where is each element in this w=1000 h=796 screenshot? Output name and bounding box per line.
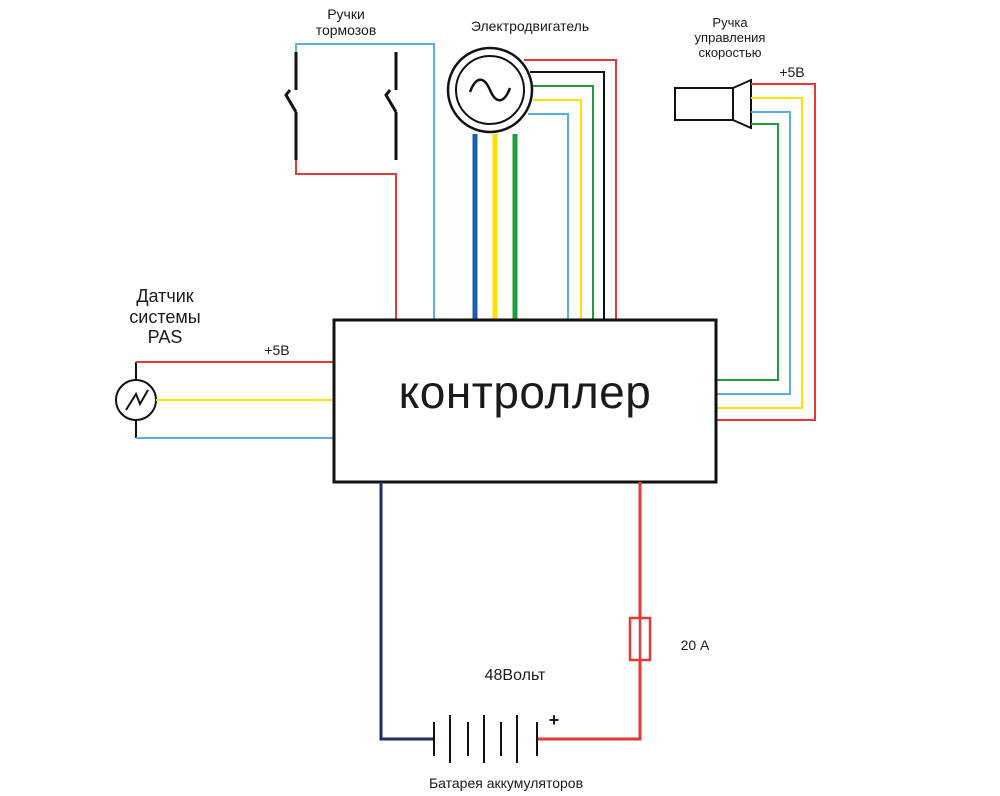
battery-positive-wire-bottom (537, 660, 642, 741)
hall-wire-black (530, 71, 605, 322)
brake-wire-red (295, 160, 397, 322)
throttle-label: Ручка управления скоростью (670, 15, 790, 61)
motor-inner-circle (455, 55, 525, 125)
pas-sensor-circle (115, 379, 157, 421)
throttle-handle (674, 87, 734, 121)
pas-sensor-label-line-1: Датчик (136, 286, 194, 306)
controller-box (332, 318, 718, 484)
throttle-label-line-2: управления (694, 29, 766, 45)
pas-sensor-label-line-3: PAS (147, 327, 183, 348)
hall-wire-red (524, 59, 617, 322)
pas-sensor-label: Датчик системы PAS (110, 286, 220, 348)
brake-levers-label-line-1: Ручки (327, 6, 365, 22)
battery-symbol (433, 715, 538, 763)
pas-wires (136, 361, 334, 439)
battery-voltage-label: 48Вольт (484, 667, 546, 684)
electric-motor (446, 46, 617, 322)
throttle-label-line-3: скоростью (698, 44, 762, 60)
battery-negative-wire (379, 482, 434, 741)
motor-phase-wires (472, 134, 518, 322)
hall-wire-yellow (533, 99, 582, 322)
pas-voltage-label: +5В (264, 342, 290, 358)
throttle-grip (674, 78, 816, 421)
pas-sensor-label-line-2: системы (129, 306, 201, 327)
battery-label: Батарея аккумуляторов (428, 775, 584, 791)
motor-hall-wires (524, 59, 617, 322)
brake-switch-left (284, 52, 298, 160)
fuse-rating-label: 20 А (680, 637, 710, 653)
brake-levers (284, 43, 435, 322)
throttle-label-line-1: Ручка (712, 15, 748, 30)
throttle-wire-yellow (716, 97, 803, 409)
hall-wire-light-blue (528, 113, 569, 322)
brake-wire-light-blue (295, 43, 435, 322)
brake-levers-label-line-2: тормозов (315, 22, 377, 39)
brake-switch-right (384, 52, 398, 160)
battery-circuit (379, 482, 642, 741)
pas-sensor-symbol (125, 389, 149, 411)
throttle-wire-light-blue (716, 111, 791, 395)
controller-label: контроллер (398, 366, 652, 418)
throttle-wire-green (716, 123, 779, 381)
throttle-wire-red (716, 83, 816, 421)
battery-plus-label: + (548, 710, 560, 730)
brake-levers-label: Ручки тормозов (296, 6, 396, 38)
motor-ac-symbol (468, 78, 512, 102)
brake-wires (295, 43, 435, 322)
motor-label: Электродвигатель (470, 18, 590, 34)
throttle-voltage-label: +5В (779, 64, 805, 80)
throttle-flange (732, 78, 752, 130)
pas-sensor (115, 361, 334, 439)
hall-wire-green (533, 85, 594, 322)
fuse-symbol (628, 612, 652, 666)
throttle-wires (716, 83, 816, 421)
